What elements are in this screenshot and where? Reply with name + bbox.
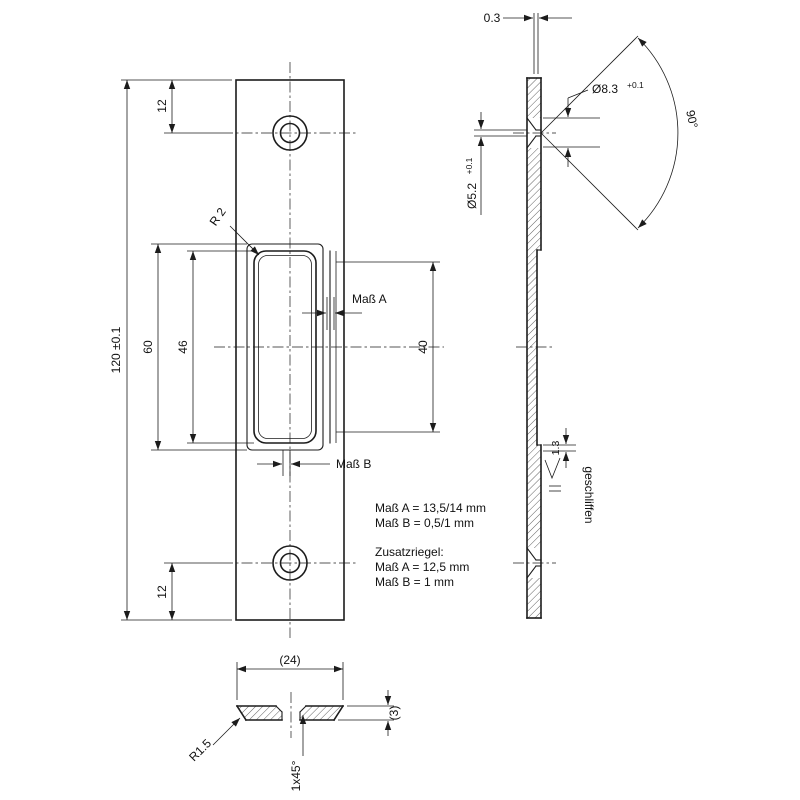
countersink-top (526, 117, 542, 149)
dim-width-label: (24) (279, 653, 300, 667)
dim-offset-label: 0.3 (484, 11, 501, 25)
plate-outline (235, 79, 345, 621)
dim-countersink-angle: 90° (540, 35, 701, 231)
chamfer-label: 1x45° (289, 760, 303, 791)
note-zusatzriegel-mass-a: Maß A = 12,5 mm (375, 560, 469, 574)
dim-opening-height-label: 40 (416, 340, 430, 354)
dim-hole-bottom-offset: 12 (155, 562, 222, 620)
dim-offset: 0.3 (484, 11, 572, 74)
dim-hole-bottom-offset-label: 12 (155, 585, 169, 599)
dim-total-height-label: 120 ±0.1 (109, 326, 123, 373)
section-view: (24) (3) R1.5 1x45° (186, 653, 401, 791)
dia-countersink-tol: +0.1 (627, 80, 644, 90)
dim-step-depth: 1.3 (543, 428, 576, 468)
section-right-chamfer (332, 704, 345, 722)
dim-hole-top-offset: 12 (155, 80, 222, 134)
hatch-segment-recess (527, 250, 537, 445)
screw-hole-top-inner (279, 122, 301, 144)
hatch-segment (527, 78, 541, 118)
hole-chamfer-right (299, 705, 307, 713)
dim-cutout-height-label: 46 (176, 340, 190, 354)
dia-hole-tol: +0.1 (464, 157, 474, 174)
notes-block: Maß A = 13,5/14 mm Maß B = 0,5/1 mm Zusa… (375, 501, 486, 589)
note-mass-a: Maß A = 13,5/14 mm (375, 501, 486, 515)
dim-thickness-label: (3) (387, 706, 401, 721)
countersink-bottom (526, 547, 542, 579)
dim-step-label: 1.3 (550, 441, 562, 456)
note-zusatzriegel-heading: Zusatzriegel: (375, 545, 444, 559)
dim-radius-r2: R 2 (207, 205, 260, 256)
finish-label: geschliffen (582, 466, 596, 523)
front-view: 120 ±0.1 12 12 60 46 (109, 62, 444, 638)
dim-recess-height-label: 60 (141, 340, 155, 354)
note-zusatzriegel-mass-b: Maß B = 1 mm (375, 575, 454, 589)
angle-label: 90° (683, 109, 701, 130)
dim-mass-b: Maß B (257, 450, 371, 476)
dim-countersink-dia: Ø8.3 +0.1 (543, 80, 644, 167)
section-hatch-right (300, 706, 343, 720)
surface-finish-icon (544, 457, 561, 480)
dim-chamfer: 1x45° (289, 715, 307, 791)
cutout-inner-line (258, 255, 312, 439)
section-hatch-left (237, 706, 282, 720)
screw-hole-bottom-inner (279, 552, 301, 574)
section-left-chamfer (235, 704, 248, 722)
hatch-segment (527, 578, 541, 618)
surface-finish: geschliffen (544, 457, 596, 524)
hole-chamfer-left (275, 705, 283, 713)
dim-opening-height: 40 (336, 261, 440, 433)
side-view: 0.3 Ø8.3 +0.1 Ø5.2 +0.1 90° (464, 11, 701, 619)
dia-countersink-label: Ø8.3 (592, 82, 618, 96)
dim-mass-a: Maß A (302, 292, 387, 330)
note-mass-b: Maß B = 0,5/1 mm (375, 516, 474, 530)
recess-outline (246, 243, 324, 451)
mass-a-label: Maß A (352, 292, 387, 306)
screw-hole-bottom-outer (272, 545, 308, 581)
cutout-outline (253, 250, 317, 444)
dim-hole-dia: Ø5.2 +0.1 (464, 112, 527, 215)
radius-r2-label: R 2 (207, 205, 229, 229)
hatch-segment (527, 148, 541, 250)
screw-hole-top-outer (272, 115, 308, 151)
dia-hole-label: Ø5.2 (465, 183, 479, 209)
dim-hole-top-offset-label: 12 (155, 99, 169, 113)
hatch-segment (527, 445, 541, 548)
dim-recess-height: 60 (141, 243, 247, 451)
dim-cutout-height: 46 (176, 250, 254, 444)
dim-radius-r15: R1.5 (186, 717, 241, 764)
dim-thickness: (3) (338, 690, 401, 736)
radius-r15-label: R1.5 (186, 736, 214, 764)
mass-b-label: Maß B (336, 457, 371, 471)
dim-total-height: 120 ±0.1 (109, 79, 232, 621)
dim-width: (24) (236, 653, 344, 700)
